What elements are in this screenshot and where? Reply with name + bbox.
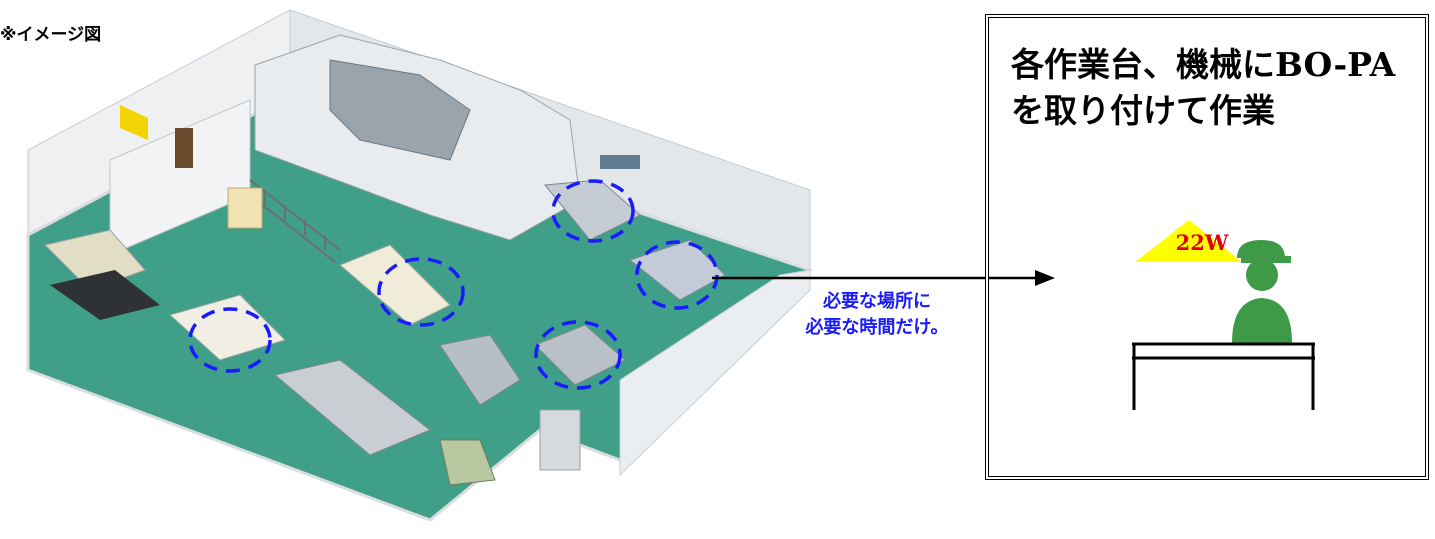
callout-text: 必要な場所に 必要な時間だけ。 [772, 289, 982, 341]
machine-lathe-long [273, 359, 431, 456]
machining-center-detail [329, 59, 471, 161]
panel-illustration [989, 220, 1315, 410]
work-station-panel: 各作業台、機械にBO-PA を取り付けて作業 22W [985, 14, 1429, 480]
machine-green [439, 439, 496, 486]
callout-line-1: 必要な場所に [823, 291, 931, 312]
marker-circle-4 [188, 307, 272, 373]
storage-box [227, 187, 263, 229]
machine-right-1 [544, 179, 641, 241]
machine-grinder [534, 324, 626, 386]
panel-title: 各作業台、機械にBO-PA を取り付けて作業 [1011, 42, 1421, 134]
machine-window [600, 155, 640, 169]
image-note: ※イメージ図 [0, 25, 102, 45]
marker-circle-5 [534, 320, 622, 390]
door [539, 409, 581, 471]
lamp-wattage-label: 22W [1175, 230, 1229, 255]
machine-center-1 [339, 244, 451, 326]
partition-door [175, 128, 193, 168]
machine-right-2 [628, 239, 726, 301]
machine-mill [439, 334, 521, 406]
factory-illustration [26, 9, 995, 522]
sign-yellow [120, 105, 148, 140]
marker-circle-3 [377, 257, 465, 327]
panel-title-line-2: を取り付けて作業 [1011, 91, 1275, 130]
work-table [1132, 342, 1315, 410]
lamp-light [1135, 220, 1242, 262]
front-wall-right [619, 269, 811, 477]
marker-circle-1 [551, 179, 635, 243]
arrow-head [1035, 270, 1055, 286]
callout-line-2: 必要な時間だけ。 [805, 317, 949, 338]
panel-title-line-1: 各作業台、機械にBO-PA [1011, 45, 1396, 84]
machine-left-mat [50, 270, 160, 320]
worker-icon [1232, 240, 1292, 343]
machine-lathe-1 [168, 294, 286, 361]
marker-circle-2 [635, 240, 719, 310]
stairs [249, 179, 341, 263]
